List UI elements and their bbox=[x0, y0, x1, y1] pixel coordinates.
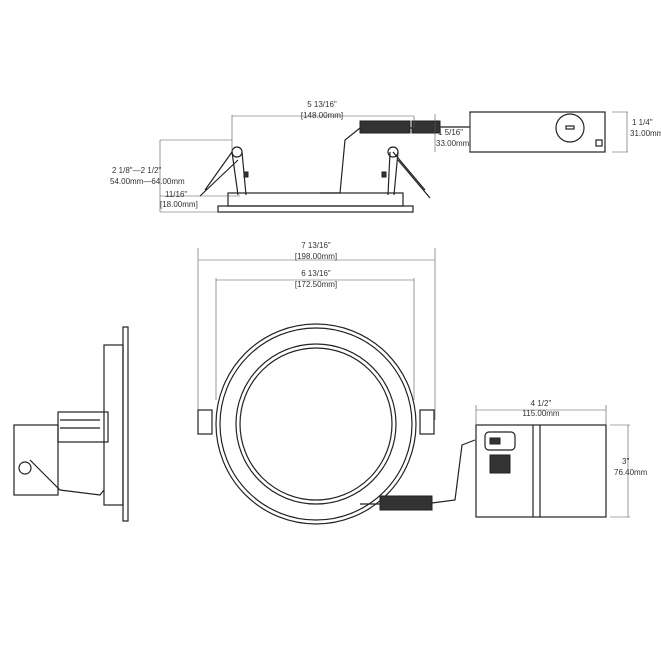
top-view bbox=[197, 248, 476, 525]
side-height-mm: 54.00mm—64.00mm bbox=[110, 177, 185, 186]
cable-length-mm: 33.00mm bbox=[436, 139, 470, 148]
outer-diameter-mm: [198.00mm] bbox=[295, 252, 337, 261]
profile-view bbox=[13, 326, 129, 522]
outer-diameter-in: 7 13/16" bbox=[301, 241, 331, 250]
box-height-in: 3" bbox=[622, 457, 629, 466]
cutout-diameter-mm: [172.50mm] bbox=[295, 280, 337, 289]
side-width-in: 5 13/16" bbox=[307, 100, 337, 109]
box-width-in: 4 1/2" bbox=[531, 399, 552, 408]
side-height-in: 2 1/8"—2 1/2" bbox=[112, 166, 161, 175]
box-height-mm: 76.40mm bbox=[614, 468, 648, 477]
side-view bbox=[159, 111, 628, 213]
side-width-mm: [148.00mm] bbox=[301, 111, 343, 120]
driver-height-in: 1 1/4" bbox=[632, 118, 653, 127]
cutout-diameter-in: 6 13/16" bbox=[301, 269, 331, 278]
driver-height-mm: 31.00mm bbox=[630, 129, 661, 138]
flange-mm: [18.00mm] bbox=[160, 200, 198, 209]
cable-length-in: 1 5/16" bbox=[438, 128, 463, 137]
flange-in: 11/16" bbox=[165, 190, 187, 199]
junction-box bbox=[475, 405, 630, 518]
box-width-mm: 115.00mm bbox=[522, 409, 560, 418]
